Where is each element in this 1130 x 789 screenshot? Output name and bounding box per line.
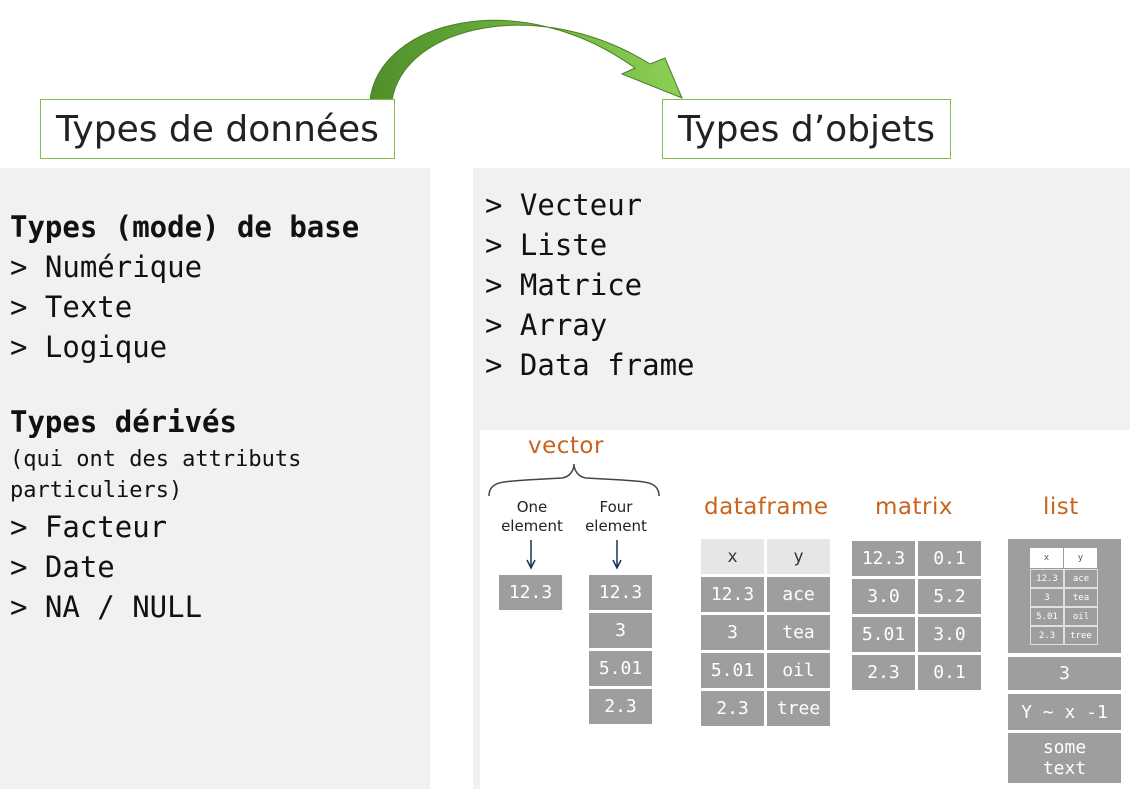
base-type-item: > Texte	[10, 290, 133, 324]
vector-one-cell: 12.3	[499, 575, 562, 610]
object-type-item: > Liste	[485, 228, 608, 262]
matrix-cell: 12.3	[852, 541, 915, 576]
derived-type-item: > Date	[10, 550, 115, 584]
dataframe-cell: 2.3	[701, 691, 764, 726]
base-type-item: > Numérique	[10, 250, 203, 284]
vector-four-cell: 12.3	[589, 575, 652, 610]
derived-type-item: > NA / NULL	[10, 590, 203, 624]
down-arrow-icon	[612, 540, 622, 570]
matrix-cell: 3.0	[852, 579, 915, 614]
matrix-cell: 5.2	[918, 579, 981, 614]
mini-cell: 3	[1030, 588, 1064, 607]
mini-cell: ace	[1064, 569, 1098, 588]
vector-four-cell: 5.01	[589, 651, 652, 686]
list-label: list	[1043, 494, 1079, 520]
mini-header: y	[1064, 548, 1097, 568]
object-type-item: > Data frame	[485, 348, 695, 382]
mini-cell: 2.3	[1030, 626, 1064, 645]
derived-type-item: > Facteur	[10, 510, 168, 544]
matrix-label: matrix	[875, 494, 953, 520]
vector-four-cell: 3	[589, 613, 652, 648]
data-structures-diagram: vector One element Four element 12.3 12.…	[480, 430, 1130, 789]
one-element-label: One element	[501, 498, 563, 535]
down-arrow-icon	[526, 540, 536, 570]
base-type-item: > Logique	[10, 330, 168, 364]
matrix-cell: 0.1	[918, 655, 981, 690]
mini-cell: tea	[1064, 588, 1098, 607]
base-types-heading: Types (mode) de base	[10, 210, 360, 244]
derived-types-note: particuliers)	[10, 478, 183, 503]
mini-header: x	[1030, 548, 1063, 568]
mini-cell: 12.3	[1030, 569, 1064, 588]
dataframe-cell: oil	[767, 653, 830, 688]
data-types-title: Types de données	[40, 99, 395, 159]
object-type-item: > Vecteur	[485, 188, 643, 222]
matrix-cell: 2.3	[852, 655, 915, 690]
matrix-cell: 3.0	[918, 617, 981, 652]
dataframe-cell: tea	[767, 615, 830, 650]
vector-four-cell: 2.3	[589, 689, 652, 724]
dataframe-cell: ace	[767, 577, 830, 612]
list-nested-dataframe: x y 12.3 ace 3 tea 5.01 oil 2.3 tree	[1008, 539, 1121, 653]
data-types-panel: Types (mode) de base > Numérique > Texte…	[0, 168, 430, 789]
dataframe-cell: 12.3	[701, 577, 764, 612]
object-type-item: > Matrice	[485, 268, 643, 302]
dataframe-header: y	[767, 539, 830, 574]
derived-types-note: (qui ont des attributs	[10, 447, 302, 472]
dataframe-header: x	[701, 539, 764, 574]
vector-brace-icon	[488, 463, 660, 497]
mini-cell: tree	[1064, 626, 1098, 645]
four-element-label: Four element	[585, 498, 647, 535]
curved-arrow-icon	[369, 19, 683, 101]
matrix-cell: 5.01	[852, 617, 915, 652]
dataframe-cell: tree	[767, 691, 830, 726]
mini-cell: oil	[1064, 607, 1098, 626]
vector-label: vector	[528, 433, 604, 459]
object-types-title: Types d’objets	[662, 99, 951, 159]
matrix-cell: 0.1	[918, 541, 981, 576]
list-item: some text	[1008, 733, 1121, 783]
derived-types-heading: Types dérivés	[10, 405, 237, 439]
mini-cell: 5.01	[1030, 607, 1064, 626]
dataframe-label: dataframe	[704, 494, 829, 520]
object-type-item: > Array	[485, 308, 608, 342]
dataframe-cell: 5.01	[701, 653, 764, 688]
dataframe-cell: 3	[701, 615, 764, 650]
list-item: Y ~ x -1	[1008, 694, 1121, 730]
list-item: 3	[1008, 657, 1121, 690]
